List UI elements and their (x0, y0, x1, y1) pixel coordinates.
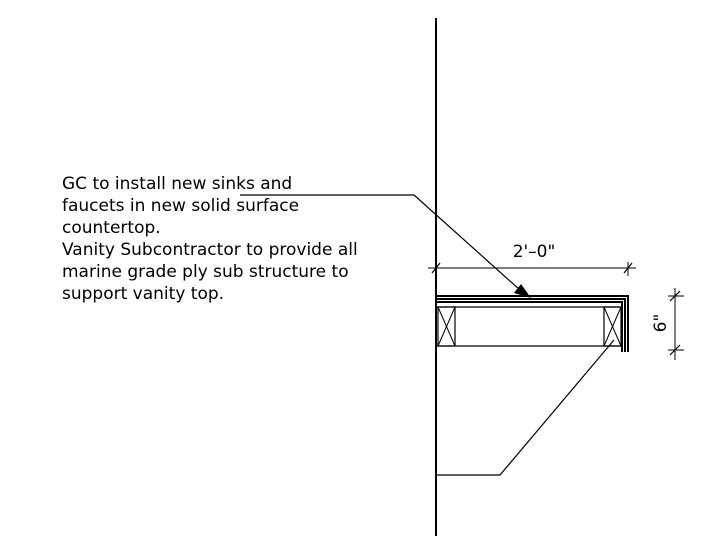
note-line-3: countertop. (62, 218, 161, 238)
height-tick-top (669, 290, 681, 302)
note-line-4: Vanity Subcontractor to provide all (62, 240, 358, 260)
note-line-6: support vanity top. (62, 284, 225, 304)
support-bracket-line (436, 339, 615, 476)
note-leader-line (240, 194, 521, 291)
note-line-2: faucets in new solid surface (62, 196, 300, 216)
width-tick-right (623, 262, 633, 274)
countertop-middle-layer (436, 298, 626, 352)
height-dimension-label: 6" (651, 314, 671, 333)
countertop-bottom-layer (436, 301, 623, 352)
note-line-1: GC to install new sinks and (62, 174, 293, 194)
width-dimension-label: 2'–0" (513, 242, 556, 262)
width-tick-left (431, 262, 441, 274)
height-tick-bottom (669, 344, 681, 356)
note-line-5: marine grade ply sub structure to (62, 262, 349, 282)
blocking-right-cross-b (603, 306, 622, 347)
blocking-left-cross-b (437, 306, 456, 347)
blocking-right (603, 306, 622, 347)
blocking-left (437, 306, 456, 347)
countertop-top-layer (436, 295, 629, 352)
note-leader-arrowhead (514, 284, 531, 298)
